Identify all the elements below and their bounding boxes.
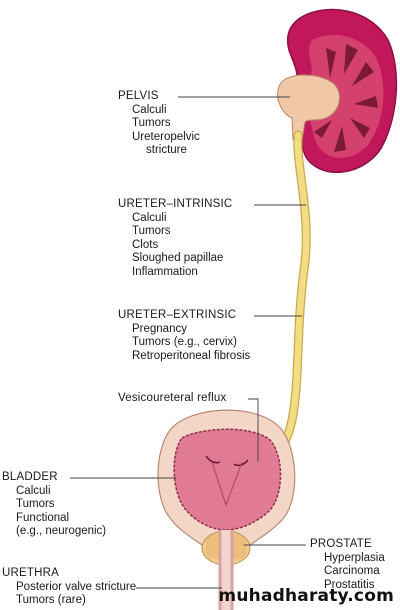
pelvis-item: Tumors	[132, 117, 171, 130]
bladder-item: Functional	[16, 511, 70, 524]
pelvis-item: Calculi	[132, 103, 167, 116]
ureter-extrinsic-item: Pregnancy	[132, 322, 187, 335]
bladder-item: Calculi	[16, 484, 51, 497]
ureter-intrinsic-item: Calculi	[132, 211, 167, 224]
urethra-lumen	[221, 530, 231, 610]
ureter-fill	[268, 131, 310, 464]
pyramid	[344, 44, 358, 74]
prostate-item: Carcinoma	[324, 565, 380, 578]
bladder-item: (e.g., neurogenic)	[16, 525, 107, 538]
trigone-lines	[211, 461, 243, 507]
prostate-item: Prostatitis	[324, 578, 375, 591]
ureter-intrinsic-item: Sloughed papillae	[132, 252, 224, 265]
pelvis-item: stricture	[146, 144, 187, 157]
ureter-extrinsic-item: Tumors (e.g., cervix)	[132, 336, 238, 349]
pelvis-title: PELVIS	[118, 90, 159, 102]
pyramid	[352, 62, 374, 86]
urethra-item: Posterior valve stricture	[16, 580, 137, 593]
bladder-title: BLADDER	[2, 471, 58, 483]
ureter-intrinsic-label: URETER–INTRINSIC Calculi Tumors Clots Sl…	[118, 198, 232, 280]
pelvis-label: PELVIS Calculi Tumors Ureteropelvic stri…	[118, 90, 200, 158]
bladder-item: Tumors	[16, 498, 55, 511]
ureter-intrinsic-item: Tumors	[132, 225, 171, 238]
urethra	[218, 530, 234, 610]
prostate-lobe-left	[206, 534, 222, 559]
bladder-label: BLADDER Calculi Tumors Functional (e.g.,…	[2, 471, 106, 539]
watermark: muhadharaty.com	[218, 586, 394, 606]
leader-lines	[70, 96, 306, 589]
pyramid	[326, 48, 336, 78]
kidney	[277, 8, 398, 174]
pelvis-item: Ureteropelvic	[132, 130, 200, 143]
ureter-intrinsic-title: URETER–INTRINSIC	[118, 198, 233, 210]
prostate-item: Hyperplasia	[324, 551, 385, 564]
ureter-intrinsic-item: Inflammation	[132, 265, 198, 278]
pyramid	[350, 118, 370, 138]
prostate-lobe-right	[230, 534, 246, 559]
ureter-extrinsic-title: URETER–EXTRINSIC	[118, 309, 237, 321]
urethra-title: URETHRA	[2, 567, 59, 579]
vesicoureteral-title: Vesicoureteral reflux	[118, 392, 227, 404]
urethra-item: Tumors (rare)	[16, 594, 86, 607]
pyramid	[314, 120, 332, 138]
prostate-label: PROSTATE Hyperplasia Carcinoma Prostatit…	[310, 538, 385, 592]
pyramid	[334, 126, 346, 152]
vesicoureteral-label: Vesicoureteral reflux	[118, 392, 226, 406]
ureter-extrinsic-item: Retroperitoneal fibrosis	[132, 349, 251, 362]
renal-pyramids	[314, 44, 378, 152]
renal-pelvis	[277, 74, 341, 141]
ureteric-orifice	[205, 455, 221, 464]
bladder-lumen	[173, 428, 282, 531]
pyramid	[354, 96, 378, 108]
urethra-label: URETHRA Posterior valve stricture Tumors…	[2, 567, 136, 608]
prostate-title: PROSTATE	[310, 538, 372, 550]
ureter-extrinsic-label: URETER–EXTRINSIC Pregnancy Tumors (e.g.,…	[118, 309, 250, 363]
leader-vesicoureteral	[248, 398, 259, 462]
ureter-intrinsic-item: Clots	[132, 238, 159, 251]
bladder	[157, 409, 296, 549]
